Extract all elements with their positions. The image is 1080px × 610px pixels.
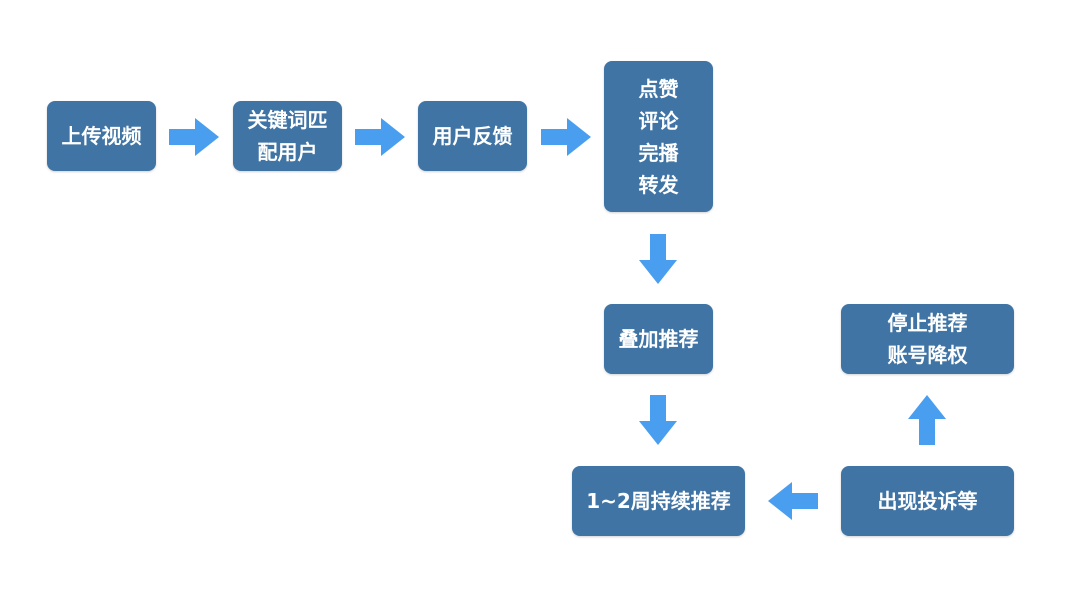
node-stop-recommend-line-2: 账号降权 xyxy=(887,343,968,367)
node-keyword-match-users-line-2: 配用户 xyxy=(257,140,318,164)
node-keyword-match-users: 关键词匹 配用户 xyxy=(233,101,342,171)
node-continuous-recommend-line: 1~2周持续推荐 xyxy=(586,489,731,513)
node-upload-video-line: 上传视频 xyxy=(61,124,142,148)
node-stop-recommend-line-1: 停止推荐 xyxy=(887,311,968,335)
arrow-down-engagement-to-stacked xyxy=(639,234,677,284)
arrow-down-stacked-to-continuous xyxy=(639,395,677,445)
node-complaint: 出现投诉等 xyxy=(841,466,1014,536)
arrow-up-complaint-to-stop xyxy=(908,395,946,445)
node-keyword-match-users-line-1: 关键词匹 xyxy=(247,108,328,132)
arrow-right-feedback-to-engagement xyxy=(541,118,591,156)
node-continuous-recommend: 1~2周持续推荐 xyxy=(572,466,745,536)
node-upload-video: 上传视频 xyxy=(47,101,156,171)
node-stacked-recommend: 叠加推荐 xyxy=(604,304,713,374)
node-user-feedback: 用户反馈 xyxy=(418,101,527,171)
arrow-right-upload-to-keyword xyxy=(169,118,219,156)
node-user-feedback-line: 用户反馈 xyxy=(432,124,513,148)
arrow-right-keyword-to-feedback xyxy=(355,118,405,156)
node-engagement-line-like: 点赞 xyxy=(638,76,679,101)
node-stacked-recommend-line: 叠加推荐 xyxy=(618,327,699,351)
node-engagement-metrics: 点赞 评论 完播 转发 xyxy=(604,61,713,212)
node-engagement-line-comment: 评论 xyxy=(638,108,679,133)
arrow-left-complaint-to-continuous xyxy=(768,482,818,520)
node-stop-recommend: 停止推荐 账号降权 xyxy=(841,304,1014,374)
node-engagement-line-share: 转发 xyxy=(638,172,679,197)
node-complaint-line: 出现投诉等 xyxy=(877,489,978,513)
node-engagement-line-completion: 完播 xyxy=(638,140,679,165)
